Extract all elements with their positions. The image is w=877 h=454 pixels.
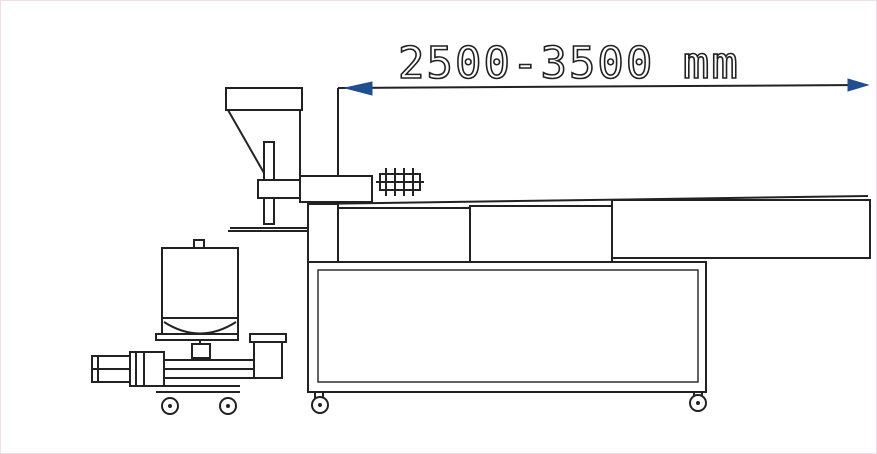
- dimension-label: 2500-3500 mm: [398, 38, 740, 89]
- feeder-wheel-left: [161, 397, 179, 415]
- base-wheel-left: [311, 391, 329, 414]
- extruder-barrel: [307, 195, 871, 263]
- coupling-icon: [376, 168, 424, 196]
- dimension-arrow-right: [847, 78, 870, 92]
- base-wheel-right: [689, 391, 707, 412]
- machine-base: [307, 257, 870, 393]
- feeder-wheel-right: [219, 397, 237, 415]
- dimension-arrow-left: [344, 81, 373, 96]
- feed-hopper: [225, 87, 373, 232]
- side-feeder: [91, 239, 287, 393]
